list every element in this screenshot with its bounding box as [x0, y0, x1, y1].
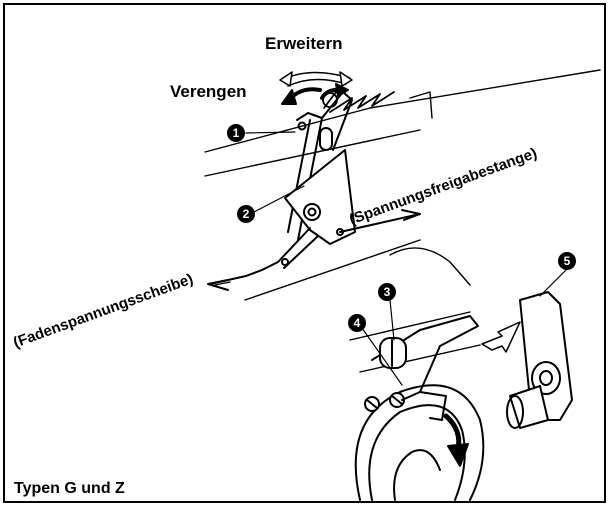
label-widen: Erweitern: [265, 34, 343, 53]
callout-3: 3: [378, 283, 396, 301]
bracket-part: [506, 291, 573, 429]
figure-frame: [3, 3, 606, 503]
adjust-arrows: [279, 71, 353, 105]
rotation-arrowhead: [447, 443, 469, 467]
figure-caption: Typen G und Z: [14, 480, 125, 497]
bobbin-case: [354, 384, 485, 501]
callout-4: 4: [348, 314, 366, 332]
tension-disc-link: [207, 227, 319, 291]
callout-2: 2: [237, 205, 255, 223]
callout-5: 5: [558, 252, 576, 270]
label-narrow: Verengen: [170, 82, 247, 101]
machine-body-lines: [204, 69, 601, 373]
leader-lines: [245, 131, 569, 386]
tension-plate: [284, 149, 421, 245]
push-arrow: [481, 321, 521, 353]
callout-1: 1: [227, 124, 245, 142]
release-lever: [371, 315, 479, 421]
